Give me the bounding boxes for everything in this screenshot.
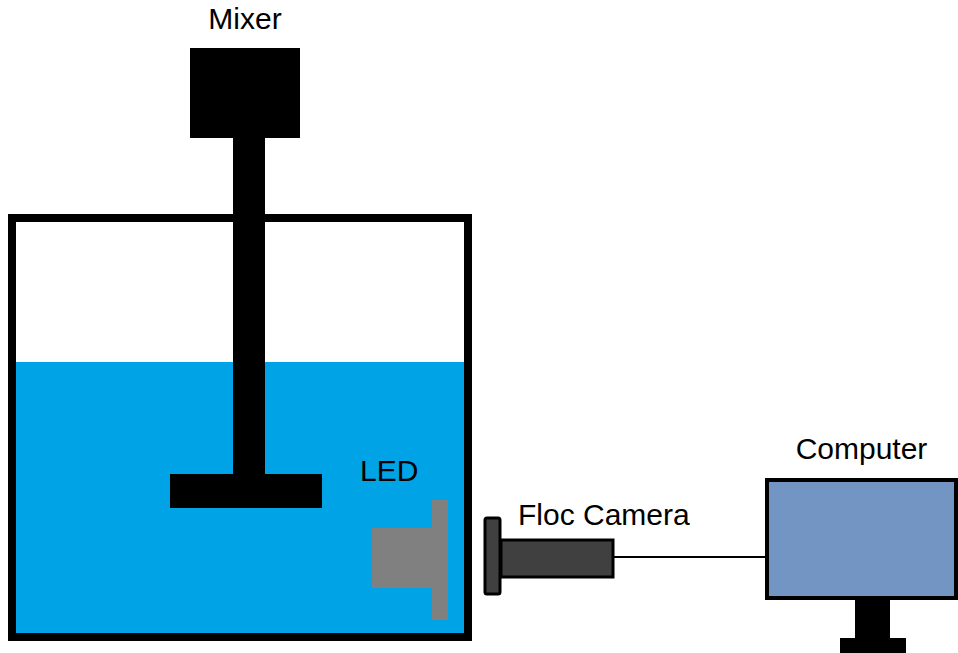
led-label: LED [360, 454, 418, 488]
led-flange [432, 500, 448, 620]
mixer-label: Mixer [208, 2, 281, 36]
impeller [170, 474, 322, 508]
mixer-box: Mixer [190, 48, 300, 138]
led-body [372, 528, 434, 588]
computer-label: Computer [796, 432, 928, 466]
floc-camera: Floc Camera [484, 518, 614, 594]
mixer-shaft [233, 136, 265, 476]
camera-lens [485, 518, 500, 594]
monitor-base [840, 638, 906, 653]
led: LED [372, 500, 448, 620]
cable [614, 556, 765, 558]
computer: Computer [765, 478, 958, 600]
camera-label: Floc Camera [518, 498, 690, 532]
camera-body [501, 540, 613, 577]
monitor-stand [855, 598, 890, 640]
